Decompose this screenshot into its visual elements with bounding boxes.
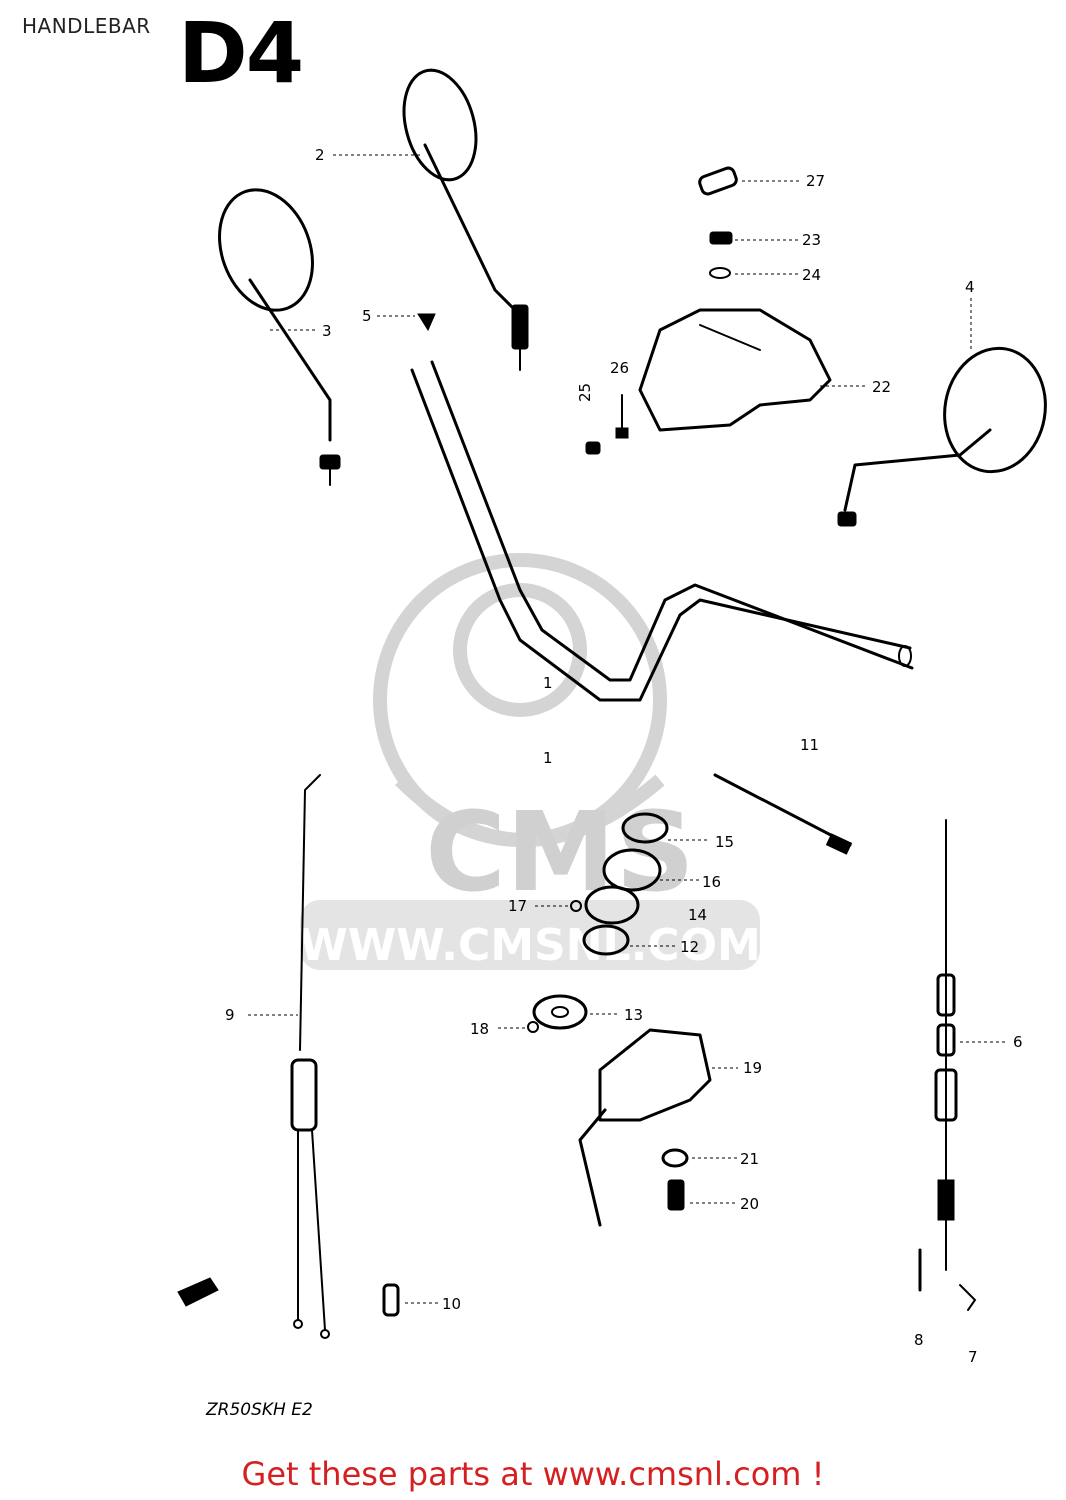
- callout-8: 8: [914, 1331, 924, 1349]
- screw-27: [698, 166, 738, 196]
- callout-27: 27: [806, 172, 825, 190]
- callout-2: 2: [315, 146, 325, 164]
- callout-7: 7: [968, 1348, 978, 1366]
- callout-21: 21: [740, 1150, 759, 1168]
- watermark: CMS WWW.CMSNL.COM: [299, 553, 761, 971]
- cable-9: [290, 774, 330, 1339]
- callout-1: 1: [543, 749, 553, 767]
- callout-5: 5: [362, 307, 372, 325]
- callout-18: 18: [470, 1020, 489, 1038]
- lever-11: [713, 773, 853, 855]
- callout-26: 26: [610, 359, 629, 377]
- bolt-26: [615, 394, 629, 439]
- lever-assembly-19: [578, 1028, 712, 1227]
- model-code: ZR50SKH E2: [206, 1400, 313, 1420]
- callout-15: 15: [715, 833, 734, 851]
- washer-13: [532, 994, 588, 1030]
- page-title: HANDLEBAR: [22, 14, 151, 38]
- callout-14: 14: [688, 906, 707, 924]
- watermark-brand: CMS: [425, 788, 694, 916]
- clip-7: [959, 1284, 977, 1311]
- callout-6: 6: [1013, 1033, 1023, 1051]
- callout-23: 23: [802, 231, 821, 249]
- screw-25: [585, 441, 601, 455]
- callout-10: 10: [442, 1295, 461, 1313]
- mirror-3: [218, 188, 341, 486]
- washer-24: [709, 267, 731, 279]
- callout-1-upper: 1: [543, 674, 553, 692]
- callout-22: 22: [872, 378, 891, 396]
- callout-9: 9: [225, 1006, 235, 1024]
- mirror-4: [837, 346, 1047, 527]
- callout-4: 4: [965, 278, 975, 296]
- clip-10: [382, 1283, 400, 1317]
- screw-23: [709, 231, 733, 245]
- callout-labels: 1 1 2 3 4 5 6 7 8 9 10 11 12 13 14 15 16…: [225, 146, 1023, 1366]
- watermark-url: WWW.CMSNL.COM: [299, 920, 761, 971]
- nut-21: [661, 1148, 689, 1168]
- callout-16: 16: [702, 873, 721, 891]
- callout-3: 3: [322, 322, 332, 340]
- callout-13: 13: [624, 1006, 643, 1024]
- handlebar-1: [410, 360, 914, 702]
- callout-12: 12: [680, 938, 699, 956]
- grip-stack: [570, 812, 669, 956]
- section-code: D4: [178, 4, 304, 102]
- cable-6: [934, 819, 958, 1271]
- callout-24: 24: [802, 266, 821, 284]
- bolt-20: [667, 1179, 685, 1211]
- bracket: [177, 1277, 219, 1307]
- callout-19: 19: [743, 1059, 762, 1077]
- switch-housing-22: [638, 308, 832, 432]
- callout-25: 25: [576, 383, 594, 402]
- parts-link[interactable]: Get these parts at www.cmsnl.com !: [241, 1455, 825, 1493]
- part-5: [417, 313, 436, 332]
- callout-11: 11: [800, 736, 819, 754]
- ring-18: [527, 1021, 539, 1033]
- callout-17: 17: [508, 897, 527, 915]
- callout-20: 20: [740, 1195, 759, 1213]
- mirror-2: [402, 68, 529, 371]
